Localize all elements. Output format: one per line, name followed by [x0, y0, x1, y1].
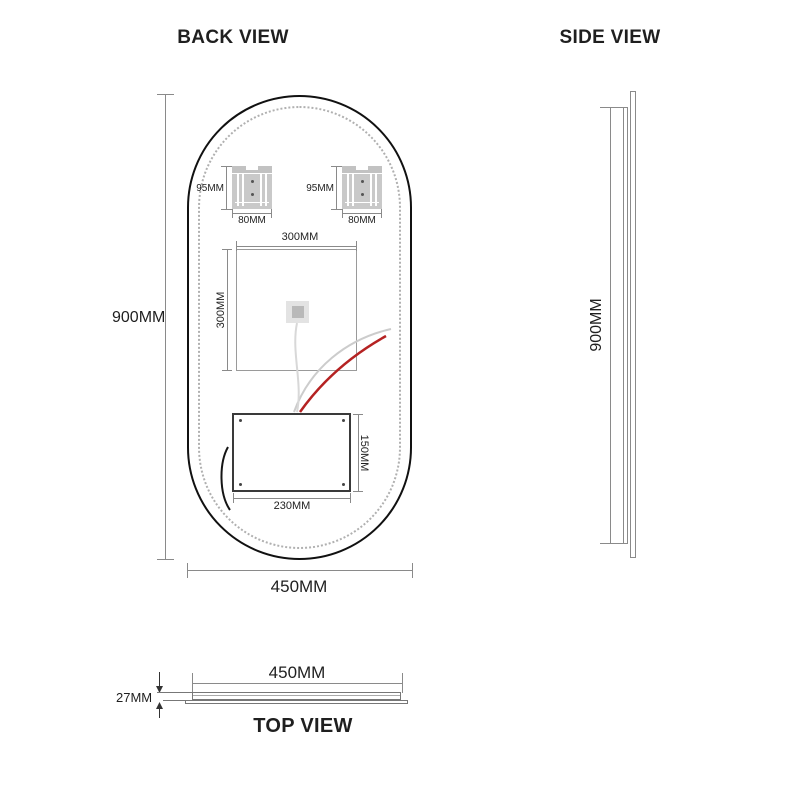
wire-red — [298, 334, 387, 413]
mounting-bracket-right — [342, 166, 382, 209]
side-height-dim-line — [610, 107, 611, 543]
top-width-dim-line — [192, 683, 402, 684]
driver-height-dim-line — [358, 414, 359, 492]
bracket-screw-dot — [251, 193, 254, 196]
thickness-extension-line-top — [157, 692, 192, 693]
mirror-outline — [187, 95, 412, 560]
bracket-top-bar — [232, 166, 272, 174]
top-mirror-glass-face — [185, 700, 408, 704]
driver-height-label: 150MM — [358, 434, 370, 472]
bracket-keyhole-notch — [356, 166, 368, 170]
driver-screw-dot — [239, 419, 242, 422]
back-height-label: 900MM — [112, 309, 166, 326]
back-width-label: 450MM — [270, 577, 328, 596]
plate-width-dim-line — [236, 246, 357, 247]
width-dimension-line — [187, 570, 412, 571]
bracket-height-label: 95MM — [196, 183, 224, 194]
thickness-arrowhead-down — [156, 686, 163, 693]
bracket-screw-dot — [361, 180, 364, 183]
thickness-label: 27MM — [116, 690, 153, 705]
back-view-title: BACK VIEW — [177, 27, 289, 48]
bracket-height-dim-line — [226, 166, 227, 209]
driver-width-label: 230MM — [273, 500, 311, 512]
driver-box — [232, 413, 351, 492]
bracket-keyhole-notch — [246, 166, 258, 170]
bracket-screw-dot — [361, 193, 364, 196]
plate-height-dim-line — [227, 249, 228, 371]
driver-screw-dot — [342, 483, 345, 486]
driver-screw-dot — [239, 483, 242, 486]
touch-sensor-pad-core — [292, 306, 304, 318]
plate-width-label: 300MM — [281, 231, 319, 243]
bracket-screw-dot — [251, 180, 254, 183]
side-view-title: SIDE VIEW — [559, 27, 661, 48]
top-mirror-body — [192, 692, 401, 700]
thickness-arrowhead-up — [156, 702, 163, 709]
width-dimension-tick-right — [412, 563, 413, 578]
side-mirror-glass — [630, 91, 636, 558]
driver-screw-dot — [342, 419, 345, 422]
wire-gray — [293, 328, 392, 413]
bracket-width-label: 80MM — [348, 215, 376, 226]
top-width-label: 450MM — [268, 663, 326, 682]
led-strip-dots — [198, 106, 401, 549]
thickness-extension-line-bottom — [163, 700, 185, 701]
driver-width-dim-line — [233, 498, 351, 499]
mounting-bracket-left — [232, 166, 272, 209]
power-cord-black — [220, 446, 231, 511]
width-dimension-tick-left — [187, 563, 188, 578]
sensor-wire — [294, 322, 300, 413]
height-dimension-tick-top — [157, 94, 174, 95]
bracket-top-bar — [342, 166, 382, 174]
bracket-height-label: 95MM — [306, 183, 334, 194]
bracket-width-dim-line — [342, 213, 382, 214]
bracket-width-dim-line — [232, 213, 272, 214]
top-view-title: TOP VIEW — [253, 715, 353, 737]
bracket-height-dim-line — [336, 166, 337, 209]
bracket-width-label: 80MM — [238, 215, 266, 226]
height-dimension-tick-bottom — [157, 559, 174, 560]
side-mirror-back-panel — [623, 107, 628, 544]
side-height-label: 900MM — [588, 298, 605, 352]
height-dimension-line — [165, 94, 166, 559]
